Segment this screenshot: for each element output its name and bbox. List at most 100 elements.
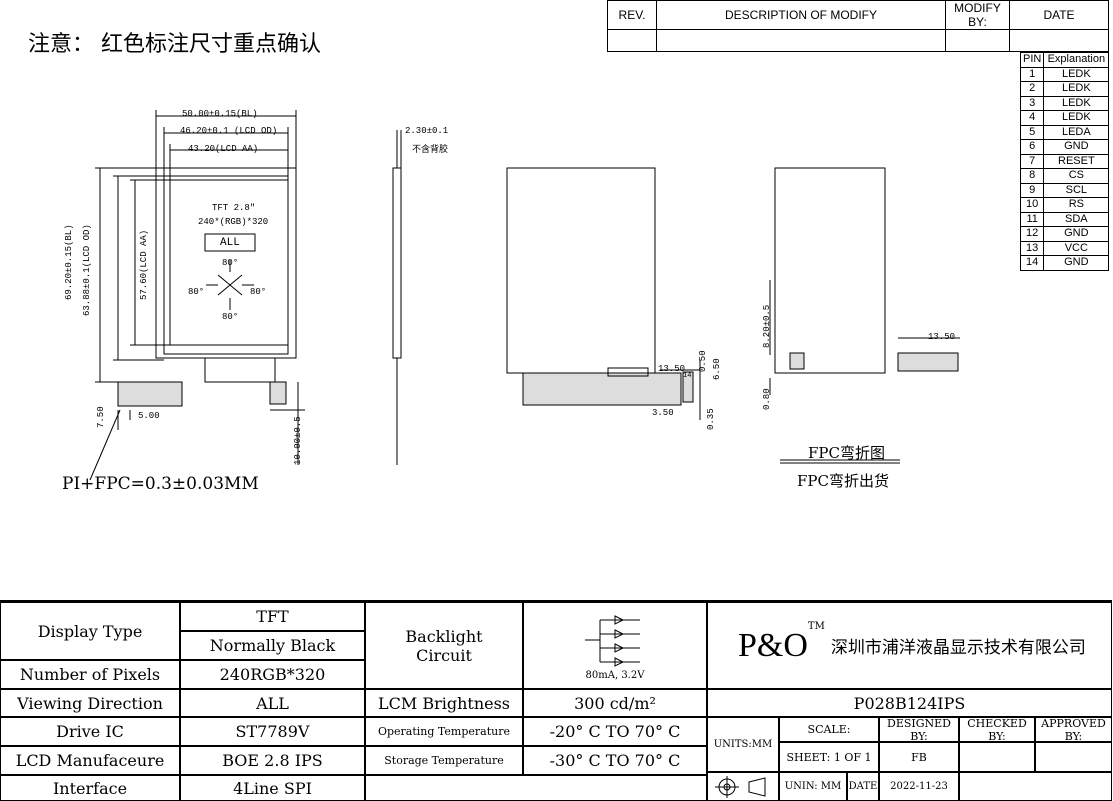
dim-bl-height: 69.20±0.15(BL) — [64, 224, 74, 300]
pin-function: SCL — [1043, 182, 1110, 198]
pin-function: CS — [1043, 168, 1110, 184]
no-tape-note: 不含背胶 — [412, 145, 449, 155]
backlight-label: Backlight Circuit — [365, 602, 523, 689]
pin-function: GND — [1043, 226, 1110, 242]
checked-label: CHECKED BY: — [959, 717, 1035, 743]
side-view — [392, 130, 402, 465]
dim-bl-width: 50.00±0.15(BL) — [182, 109, 258, 119]
pin-function: LEDA — [1043, 124, 1110, 140]
interface-value: 4Line SPI — [180, 775, 365, 801]
dim-lcd-aa-height: 57.60(LCD AA) — [139, 229, 149, 300]
dim-13-50-back: 13.50 — [658, 364, 686, 374]
pin-function: RS — [1043, 197, 1110, 213]
op-temp-value: -20° C TO 70° C — [523, 717, 707, 746]
projection-icon — [715, 775, 766, 798]
dim-0-35: 0.35 — [706, 408, 716, 430]
pin-number: 12 — [1019, 226, 1045, 242]
pin-number: 5 — [1019, 124, 1045, 140]
dim-lcd-aa-width: 43.20(LCD AA) — [188, 144, 259, 154]
modify-by-header: MODIFY BY: — [945, 0, 1010, 30]
pin-number: 6 — [1019, 139, 1045, 155]
checked-value — [959, 742, 1035, 772]
rev-header: REV. — [607, 0, 657, 30]
approved-value — [1035, 742, 1112, 772]
pin-function: GND — [1043, 255, 1110, 271]
scale-label: SCALE: — [779, 717, 879, 742]
op-temp-label: Operating Temperature — [365, 717, 523, 746]
angle-bottom: 80° — [222, 312, 239, 322]
drive-ic-label: Drive IC — [0, 717, 180, 746]
company-name: 深圳市浦洋液晶显示技术有限公司 — [830, 638, 1086, 658]
designer-value: FB — [879, 742, 959, 772]
drive-ic-value: ST7789V — [180, 717, 365, 746]
fpc-ship-title: FPC弯折出货 — [797, 472, 889, 490]
back-view — [506, 167, 701, 420]
pin-number: 10 — [1019, 197, 1045, 213]
dim-5-00: 5.00 — [138, 411, 160, 421]
pin-function: LEDK — [1043, 81, 1110, 97]
display-type-value-nb: Normally Black — [180, 631, 365, 660]
approved-label: APPROVED BY: — [1035, 717, 1112, 743]
part-number: P028B124IPS — [707, 689, 1112, 717]
dim-7-50: 7.50 — [96, 406, 106, 428]
st-temp-label: Storage Temperature — [365, 746, 523, 775]
explanation-header: Explanation — [1043, 52, 1110, 68]
dim-0-80: 0.80 — [762, 388, 772, 410]
display-type-label: Display Type — [0, 602, 180, 660]
pi-fpc-note: PI+FPC=0.3±0.03MM — [62, 474, 259, 494]
pin-number: 11 — [1019, 211, 1045, 227]
angle-right: 80° — [250, 287, 267, 297]
unin-label: UNIN: MM — [779, 772, 847, 801]
pin-header: PIN — [1019, 52, 1045, 68]
date-header: DATE — [1009, 0, 1109, 30]
screen-title: TFT 2.8" — [212, 203, 256, 213]
viewing-value: ALL — [180, 689, 365, 717]
dim-10-00: 10.00±0.5 — [293, 416, 303, 465]
brightness-label: LCM Brightness — [365, 689, 523, 717]
st-temp-value: -30° C TO 70° C — [523, 746, 707, 775]
viewing-label: Viewing Direction — [0, 689, 180, 717]
angle-left: 80° — [188, 287, 205, 297]
company-logo: P&O — [738, 626, 808, 664]
dim-8-20: 8.20±0.5 — [762, 304, 772, 348]
interface-label: Interface — [0, 775, 180, 801]
pin-number: 13 — [1019, 240, 1045, 256]
fpc-pin-label: 14 — [683, 372, 692, 380]
lcd-manu-value: BOE 2.8 IPS — [180, 746, 365, 775]
projection-symbol — [707, 772, 779, 801]
lcd-manu-label: LCD Manufaceure — [0, 746, 180, 775]
pixels-label: Number of Pixels — [0, 660, 180, 689]
dim-3-50: 3.50 — [652, 408, 674, 418]
pin-function: VCC — [1043, 240, 1110, 256]
sheet-label: SHEET: 1 OF 1 — [779, 742, 879, 772]
screen-resolution: 240*(RGB)*320 — [198, 217, 269, 227]
dim-thickness: 2.30±0.1 — [405, 126, 449, 136]
spec-empty — [365, 775, 707, 801]
dim-13-50-fpc: 13.50 — [928, 332, 956, 342]
pin-function: RESET — [1043, 153, 1110, 169]
dim-lcd-od-height: 63.88±0.1(LCD OD) — [82, 224, 92, 316]
date-label: DATE — [847, 772, 879, 801]
fpc-bend-title: FPC弯折图 — [808, 444, 885, 462]
pin-function: SDA — [1043, 211, 1110, 227]
dim-6-50: 6.50 — [712, 358, 722, 380]
backlight-note: 80mA, 3.2V — [585, 670, 645, 681]
description-header: DESCRIPTION OF MODIFY — [656, 0, 946, 30]
pixels-value: 240RGB*320 — [180, 660, 365, 689]
backlight-circuit: 80mA, 3.2V — [523, 602, 707, 689]
pin-number: 9 — [1019, 182, 1045, 198]
display-type-value-tft: TFT — [180, 602, 365, 631]
pin-number: 7 — [1019, 153, 1045, 169]
company-header: P&O TM 深圳市浦洋液晶显示技术有限公司 — [707, 602, 1112, 689]
front-view — [89, 110, 305, 481]
drawing-note: 注意： 红色标注尺寸重点确认 — [28, 32, 321, 57]
screen-view-label: ALL — [220, 237, 240, 249]
footer-empty — [959, 772, 1112, 801]
designed-label: DESIGNED BY: — [879, 717, 959, 743]
led-circuit-icon — [585, 615, 640, 667]
mechanical-drawing — [89, 110, 960, 481]
angle-top: 80° — [222, 258, 239, 268]
pin-number: 8 — [1019, 168, 1045, 184]
dim-0-50: 0.50 — [698, 350, 708, 372]
